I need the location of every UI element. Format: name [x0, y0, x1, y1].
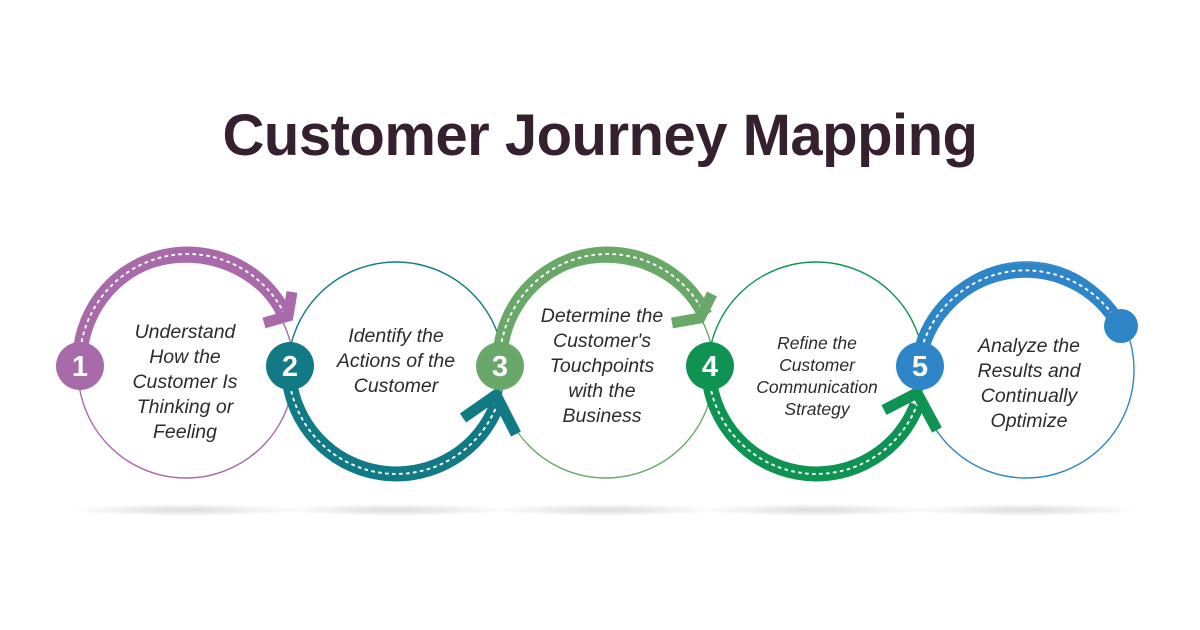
arrowhead-1: [262, 291, 298, 329]
svg-text:1: 1: [72, 351, 88, 383]
step-4-text: Refine the Customer Communication Strate…: [756, 333, 878, 419]
arc-3: [492, 246, 717, 356]
page-title: Customer Journey Mapping: [222, 103, 978, 168]
svg-text:2: 2: [282, 351, 298, 383]
step-1-badge: 1: [56, 342, 104, 390]
step-1-text: Understand How the Customer Is Thinking …: [132, 321, 238, 443]
step-4-badge: 4: [686, 342, 734, 390]
arc-5: [912, 262, 1138, 357]
svg-text:5: 5: [912, 351, 928, 383]
step-2-text: Identify the Actions of the Customer: [336, 325, 456, 397]
arrowhead-2: [459, 386, 521, 437]
svg-text:4: 4: [702, 351, 718, 383]
arc-2: [282, 383, 521, 482]
arc-1: [72, 246, 298, 356]
ground-shadows: [70, 504, 1140, 516]
step-5-text: Analyze the Results and Continually Opti…: [977, 335, 1081, 432]
end-dot: [1104, 309, 1138, 343]
step-5-badge: 5: [896, 342, 944, 390]
step-3-text: Determine the Customer's Touchpoints wit…: [540, 305, 664, 427]
arrowhead-3: [671, 291, 717, 329]
svg-text:3: 3: [492, 351, 508, 383]
arrowhead-4: [881, 385, 942, 433]
step-2-badge: 2: [266, 342, 314, 390]
arc-4: [702, 383, 942, 482]
step-3-badge: 3: [476, 342, 524, 390]
